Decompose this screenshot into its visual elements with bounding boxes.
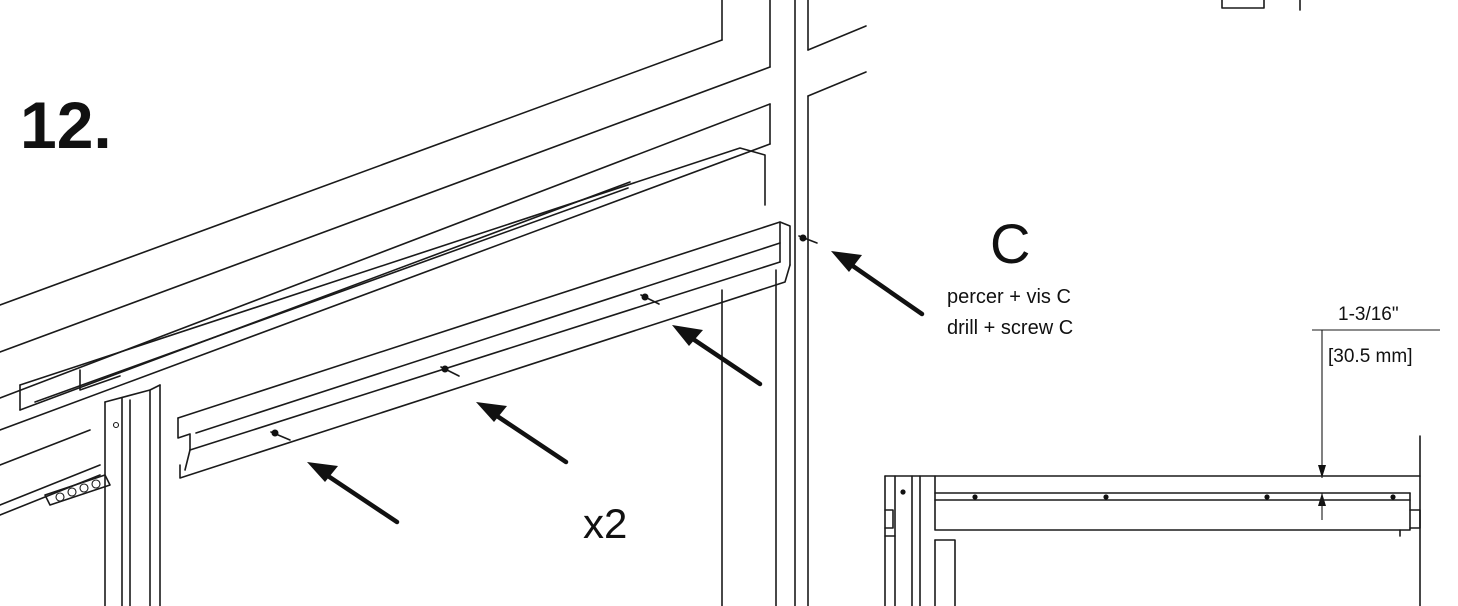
arrow-icon bbox=[831, 251, 925, 317]
instruction-french: percer + vis C bbox=[947, 286, 1071, 308]
screw-icon bbox=[798, 234, 818, 244]
hinge-plate bbox=[44, 474, 111, 506]
screw-icon bbox=[640, 293, 660, 305]
detail-view: 1-3/16" [30.5 mm] bbox=[884, 304, 1440, 606]
left-leg bbox=[104, 384, 161, 606]
instruction-english: drill + screw C bbox=[947, 317, 1073, 339]
screw-icon bbox=[270, 429, 291, 441]
bracket-rail bbox=[177, 221, 791, 479]
arrow-icon bbox=[307, 462, 400, 525]
quantity-label: x2 bbox=[583, 500, 627, 547]
dimension-imperial: 1-3/16" bbox=[1338, 304, 1399, 325]
screw-icon bbox=[440, 365, 460, 377]
vertical-post bbox=[721, 0, 867, 606]
arrow-icon bbox=[672, 325, 763, 387]
dimension-metric: [30.5 mm] bbox=[1328, 346, 1412, 367]
fastener-letter: C bbox=[990, 212, 1030, 275]
arrow-icon bbox=[476, 402, 569, 465]
step-number: 12. bbox=[20, 88, 112, 162]
wall-panel bbox=[0, 0, 771, 516]
corner-fragment bbox=[1221, 0, 1301, 11]
upper-channel bbox=[19, 147, 766, 411]
